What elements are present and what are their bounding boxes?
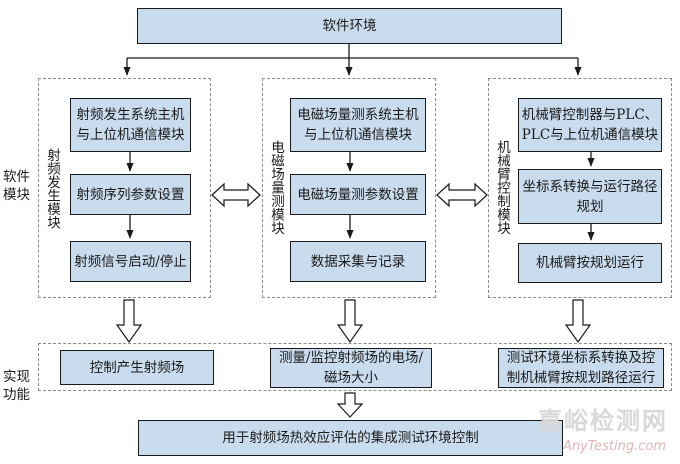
- robot-arm-module-title: 机械臂控制模块: [494, 140, 510, 235]
- top-distribution-lines: [123, 44, 582, 76]
- rf-generation-module-group: [38, 78, 211, 298]
- hollow-down-arrows: [115, 299, 592, 418]
- rf-host-communication-box: 射频发生系统主机 与上位机通信模块: [70, 98, 191, 152]
- coordinate-transform-control-box: 测试环境坐标系转换及控 制机械臂按规划路径运行: [498, 348, 664, 388]
- measure-monitor-field-box: 测量/监控射频场的电场/ 磁场大小: [270, 348, 432, 388]
- watermark-cn: 嘉峪检测网: [538, 407, 668, 435]
- watermark-en: AnyTesting.com: [562, 439, 666, 454]
- rf-signal-start-stop-box: 射频信号启动/停止: [70, 241, 191, 282]
- rf-sequence-params-box: 射频序列参数设置: [70, 174, 191, 215]
- control-rf-field-box: 控制产生射频场: [60, 350, 214, 385]
- function-group: [38, 343, 672, 391]
- step-arrows: [126, 152, 595, 241]
- software-environment-box: 软件环境: [137, 8, 562, 44]
- coordinate-path-planning-box: 坐标系转换与运行路径 规划: [518, 169, 662, 224]
- function-label: 实现 功能: [3, 369, 30, 403]
- robot-plc-communication-box: 机械臂控制器与PLC、 PLC与上位机通信模块: [518, 98, 662, 152]
- em-host-communication-box: 电磁场量测系统主机 与上位机通信模块: [290, 98, 426, 152]
- integrated-control-box: 用于射频场热效应评估的集成测试环境控制: [138, 420, 563, 456]
- double-arrows: [211, 182, 488, 208]
- data-acquisition-box: 数据采集与记录: [290, 241, 426, 282]
- em-measurement-module-group: [262, 78, 436, 298]
- software-module-label: 软件 模块: [3, 169, 30, 203]
- em-measurement-module-title: 电磁场量测模块: [268, 140, 284, 235]
- em-measurement-params-box: 电磁场量测参数设置: [290, 174, 426, 215]
- robot-arm-module-group: [488, 78, 672, 298]
- robot-run-box: 机械臂按规划运行: [518, 243, 662, 283]
- rf-generation-module-title: 射频发生模块: [44, 148, 60, 229]
